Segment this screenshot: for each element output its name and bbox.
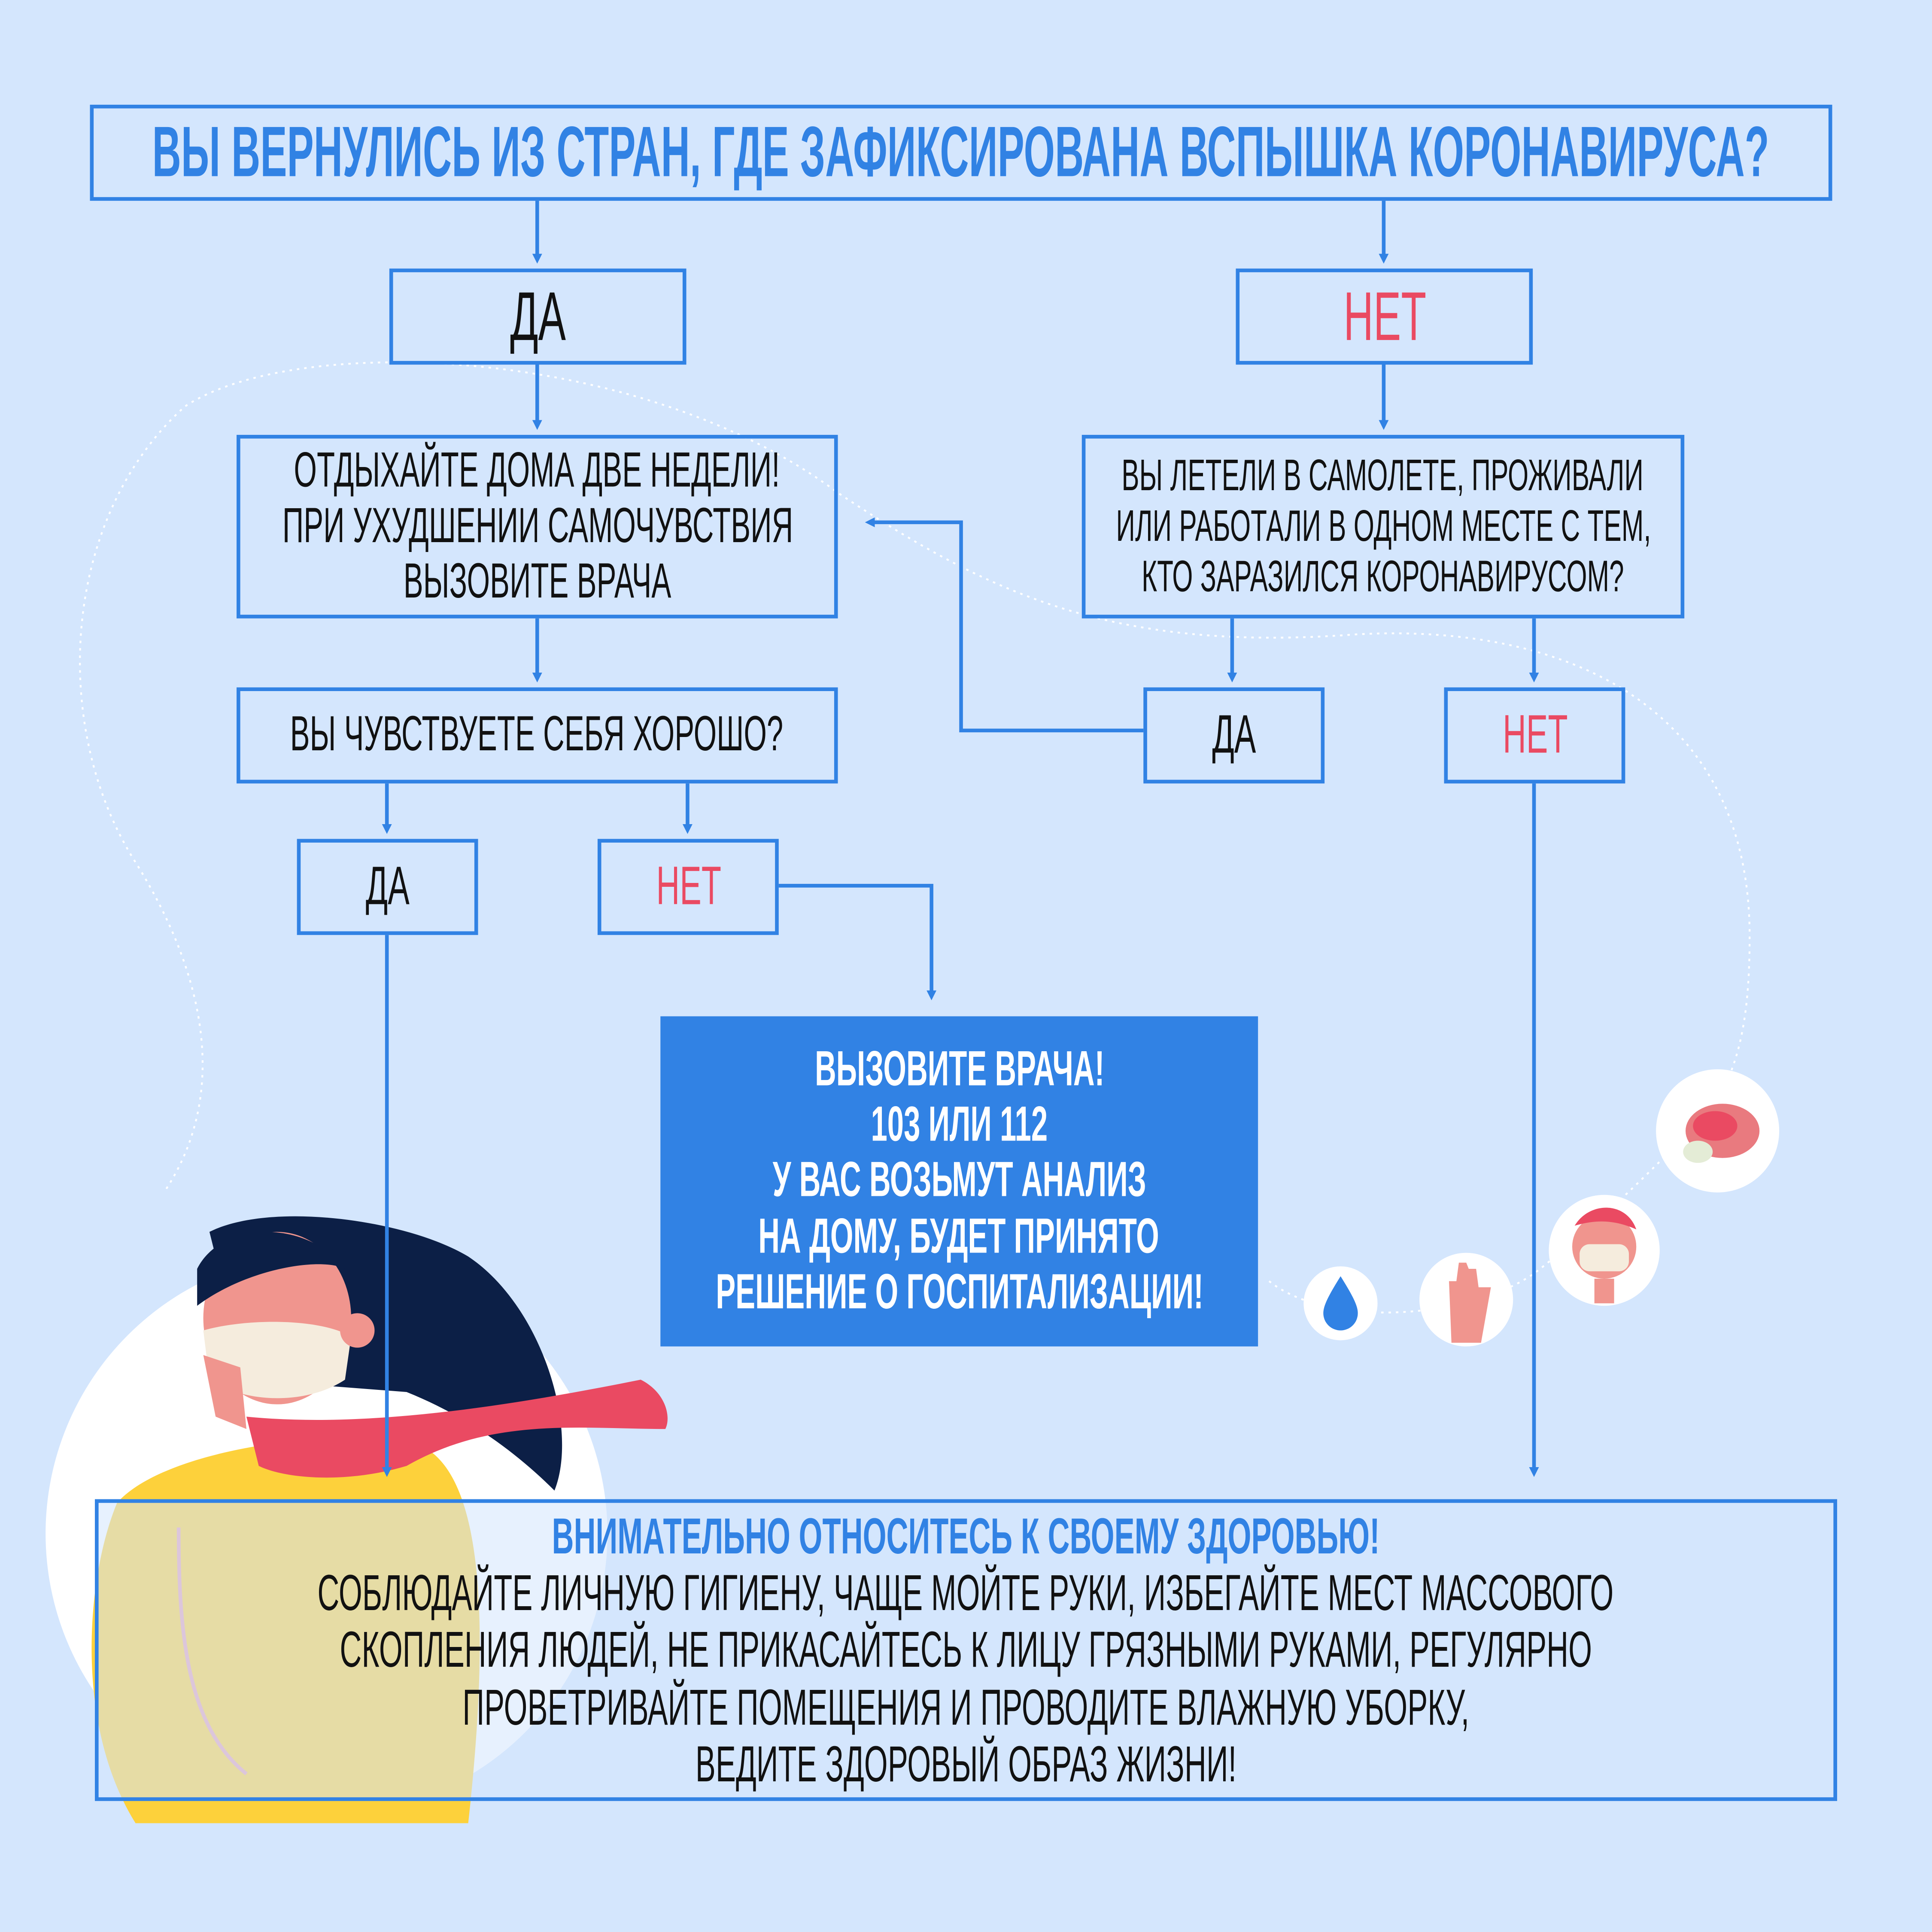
contact-question-line: ИЛИ РАБОТАЛИ В ОДНОМ МЕСТЕ С ТЕМ, [1115,500,1651,551]
question-returned-from-outbreak: ВЫ ВЕРНУЛИСЬ ИЗ СТРАН, ГДЕ ЗАФИКСИРОВАНА… [90,104,1832,201]
feel-well-question-box: ВЫ ЧУВСТВУЕТЕ СЕБЯ ХОРОШО? [237,687,838,784]
feel-no: НЕТ [597,839,779,935]
feel-yes-label: ДА [365,856,410,917]
advice-line: ПРОВЕТРИВАЙТЕ ПОМЕЩЕНИЯ И ПРОВОДИТЕ ВЛАЖ… [462,1678,1470,1735]
call-line: 103 ИЛИ 112 [871,1098,1048,1152]
advice-line: ВЕДИТЕ ЗДОРОВЫЙ ОБРАЗ ЖИЗНИ! [695,1735,1237,1792]
answer-no-label: НЕТ [1343,277,1426,355]
hand-icon [1419,1253,1513,1347]
answer-no: НЕТ [1236,268,1533,365]
rest-line: ВЫЗОВИТЕ ВРАЧА [403,554,671,609]
feel-no-label: НЕТ [656,856,721,917]
answer-yes-label: ДА [510,277,566,355]
question-title: ВЫ ВЕРНУЛИСЬ ИЗ СТРАН, ГДЕ ЗАФИКСИРОВАНА… [152,112,1770,193]
contact-question-box: ВЫ ЛЕТЕЛИ В САМОЛЕТЕ, ПРОЖИВАЛИ ИЛИ РАБО… [1081,435,1685,619]
feel-question-label: ВЫ ЧУВСТВУЕТЕ СЕБЯ ХОРОШО? [290,707,784,762]
call-line: У ВАС ВОЗЬМУТ АНАЛИЗ [772,1153,1146,1208]
contact-no: НЕТ [1444,687,1625,784]
health-advice-box: ВНИМАТЕЛЬНО ОТНОСИТЕСЬ К СВОЕМУ ЗДОРОВЬЮ… [94,1499,1838,1801]
call-line: РЕШЕНИЕ О ГОСПИТАЛИЗАЦИИ! [715,1265,1203,1319]
call-doctor-box: ВЫЗОВИТЕ ВРАЧА! 103 ИЛИ 112 У ВАС ВОЗЬМУ… [660,1016,1258,1347]
advice-line: СОБЛЮДАЙТЕ ЛИЧНУЮ ГИГИЕНУ, ЧАЩЕ МОЙТЕ РУ… [318,1564,1614,1621]
contact-no-label: НЕТ [1502,704,1567,765]
feel-yes: ДА [297,839,478,935]
answer-yes: ДА [389,268,687,365]
contact-yes-label: ДА [1212,704,1256,765]
rest-line: ПРИ УХУДШЕНИИ САМОЧУВСТВИЯ [282,499,793,553]
advice-heading: ВНИМАТЕЛЬНО ОТНОСИТЕСЬ К СВОЕМУ ЗДОРОВЬЮ… [552,1507,1380,1564]
contact-yes: ДА [1143,687,1325,784]
water-drop-icon [1303,1266,1378,1341]
contact-question-line: КТО ЗАРАЗИЛСЯ КОРОНАВИРУСОМ? [1142,550,1625,601]
rest-line: ОТДЫХАЙТЕ ДОМА ДВЕ НЕДЕЛИ! [294,443,781,497]
masked-person-icon [1549,1195,1660,1306]
contact-question-line: ВЫ ЛЕТЕЛИ В САМОЛЕТЕ, ПРОЖИВАЛИ [1122,450,1644,501]
rest-at-home-box: ОТДЫХАЙТЕ ДОМА ДВЕ НЕДЕЛИ! ПРИ УХУДШЕНИИ… [237,435,838,619]
advice-line: СКОПЛЕНИЯ ЛЮДЕЙ, НЕ ПРИКАСАЙТЕСЬ К ЛИЦУ … [340,1621,1592,1678]
call-line: НА ДОМУ, БУДЕТ ПРИНЯТО [759,1209,1160,1264]
call-line: ВЫЗОВИТЕ ВРАЧА! [814,1042,1104,1097]
meat-icon [1656,1069,1780,1193]
